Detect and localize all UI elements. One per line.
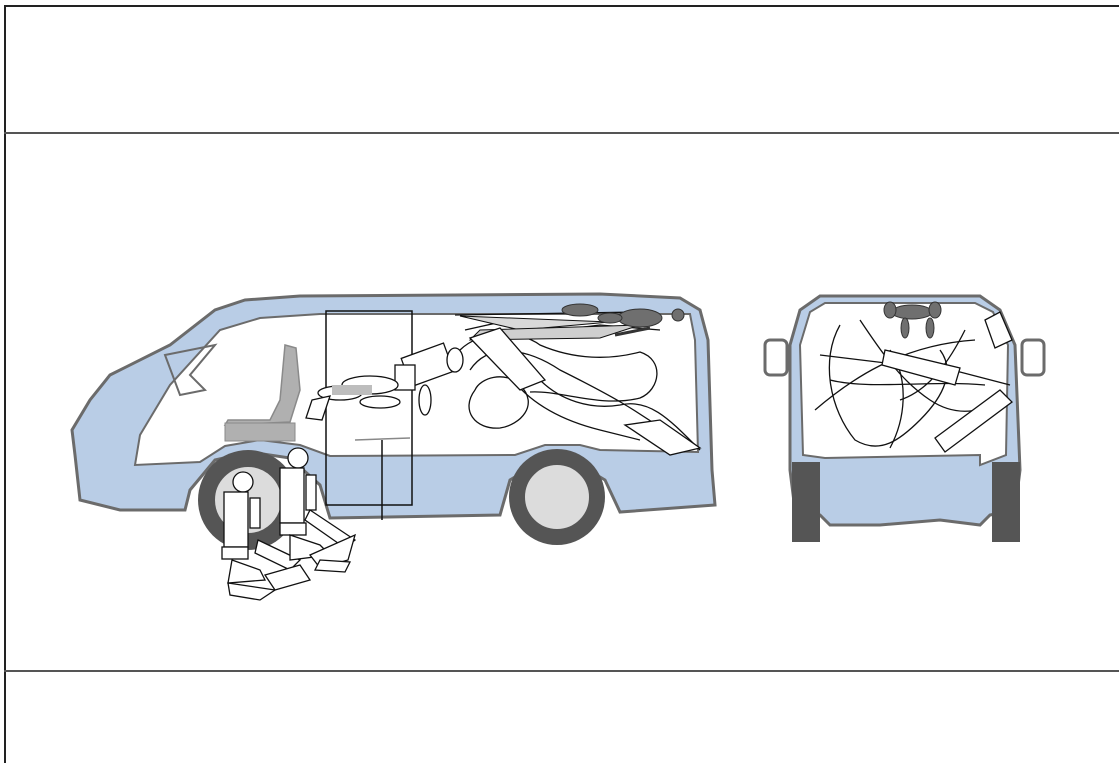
left-mirror bbox=[765, 340, 787, 375]
van-rear-view bbox=[765, 296, 1044, 542]
rear-right-tire bbox=[992, 462, 1020, 542]
van-side-interior bbox=[135, 314, 698, 465]
seat-cushion bbox=[225, 423, 295, 441]
right-mirror bbox=[1022, 340, 1044, 375]
rear-left-tire bbox=[792, 462, 820, 542]
van-side-view bbox=[72, 294, 715, 550]
rear-wheel-rim bbox=[524, 464, 590, 530]
faded-part bbox=[332, 385, 372, 395]
